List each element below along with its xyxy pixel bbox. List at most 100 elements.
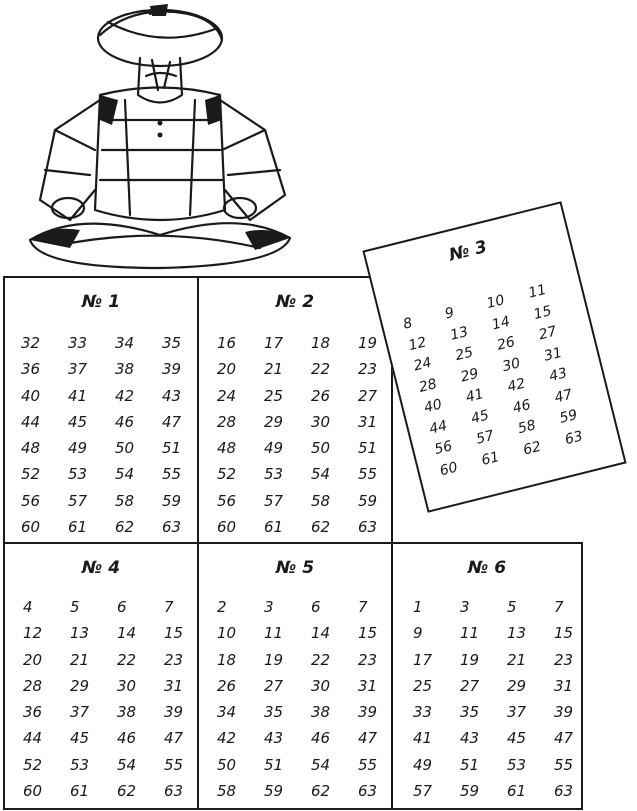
card-number: 21	[264, 360, 284, 379]
card-number: 29	[507, 676, 527, 695]
card-number: 41	[413, 729, 433, 748]
card-number: 39	[358, 703, 378, 722]
card-number: 53	[70, 755, 90, 774]
card-number: 39	[162, 360, 182, 379]
card-number: 54	[117, 755, 137, 774]
card-number: 38	[115, 360, 135, 379]
card-number: 10	[217, 624, 237, 643]
card-number: 57	[68, 491, 88, 510]
card-number: 55	[358, 465, 378, 484]
card-number: 7	[164, 598, 174, 616]
card-number: 26	[311, 386, 331, 405]
card-number: 24	[217, 386, 237, 405]
card-number: 62	[311, 782, 331, 801]
card-number: 26	[217, 676, 237, 695]
card-number: 53	[507, 755, 527, 774]
card-number: 57	[413, 782, 433, 801]
card-number: 49	[264, 439, 284, 458]
card-number: 44	[23, 729, 43, 748]
card-number: 41	[68, 386, 88, 405]
card-number: 37	[70, 703, 90, 722]
card-number: 9	[413, 624, 423, 643]
card-number: 20	[217, 360, 237, 379]
card-title: № 5	[275, 558, 315, 578]
card-number: 42	[115, 386, 135, 405]
card-number: 32	[21, 334, 41, 352]
card-number: 11	[460, 624, 480, 643]
card-number: 3	[264, 598, 274, 616]
card-number: 12	[23, 624, 43, 643]
card-number: 13	[507, 624, 527, 643]
card-number: 62	[311, 518, 331, 537]
card-number: 61	[68, 518, 88, 537]
card-number: 23	[554, 650, 574, 669]
card-number: 60	[23, 782, 43, 801]
card-number: 51	[460, 755, 480, 774]
card-number: 40	[21, 386, 41, 405]
card-number: 22	[311, 360, 331, 379]
card-number: 51	[264, 755, 284, 774]
card-number: 2	[217, 598, 227, 616]
card-number: 17	[413, 650, 433, 669]
card-number: 56	[21, 491, 41, 510]
card-number: 43	[264, 729, 284, 748]
card-number: 19	[358, 334, 378, 352]
card-number: 30	[311, 412, 331, 431]
card-number: 43	[460, 729, 480, 748]
card-number: 34	[217, 703, 237, 722]
card-number: 58	[115, 491, 135, 510]
card-number: 46	[311, 729, 331, 748]
card-number: 27	[358, 386, 378, 405]
card-number: 15	[554, 624, 574, 643]
card-number: 50	[217, 755, 237, 774]
card-number: 6	[117, 598, 127, 616]
card-number: 31	[358, 412, 378, 431]
card-number: 22	[117, 650, 137, 669]
card-number: 63	[358, 782, 378, 801]
card-number: 55	[358, 755, 378, 774]
card-number: 44	[21, 412, 41, 431]
card-number: 62	[117, 782, 137, 801]
card-title: № 1	[81, 292, 121, 312]
card-number: 13	[70, 624, 90, 643]
card-number: 59	[162, 491, 182, 510]
card-number: 58	[311, 491, 331, 510]
card-number: 5	[70, 598, 80, 616]
card-number: 49	[413, 755, 433, 774]
card-number: 14	[117, 624, 137, 643]
card-number: 7	[358, 598, 368, 616]
card-number: 21	[70, 650, 90, 669]
card-number: 53	[68, 465, 88, 484]
card-number: 61	[507, 782, 527, 801]
card-title: № 6	[467, 558, 507, 578]
card-number: 23	[164, 650, 184, 669]
card-number: 46	[115, 412, 135, 431]
card-number: 63	[162, 518, 182, 537]
card-number: 38	[117, 703, 137, 722]
card-number: 31	[164, 676, 184, 695]
card-number: 36	[23, 703, 43, 722]
card-number: 36	[21, 360, 41, 379]
card-number: 50	[115, 439, 135, 458]
card-number: 23	[358, 360, 378, 379]
card-number: 52	[217, 465, 237, 484]
card-number: 25	[264, 386, 284, 405]
card-number: 39	[554, 703, 574, 722]
card-number: 55	[554, 755, 574, 774]
card-number: 30	[311, 676, 331, 695]
card-number: 59	[264, 782, 284, 801]
card-number: 54	[311, 755, 331, 774]
card-number: 48	[21, 439, 41, 458]
card-number: 55	[162, 465, 182, 484]
card-number: 31	[358, 676, 378, 695]
card-number: 20	[23, 650, 43, 669]
card-number: 49	[68, 439, 88, 458]
